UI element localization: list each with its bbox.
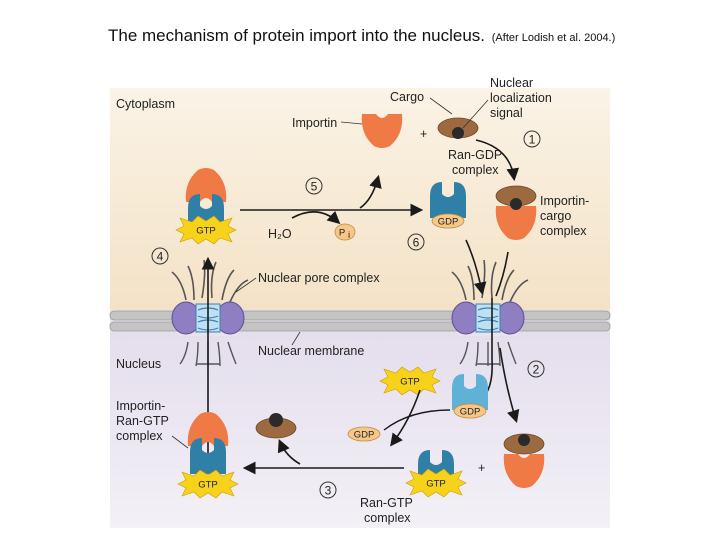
step-6-label: 6	[413, 236, 420, 250]
gdp-tag-nucleus: GDP	[453, 403, 487, 419]
svg-text:i: i	[348, 230, 350, 241]
step-1-circle	[523, 130, 541, 148]
arrow-step5-up	[359, 174, 382, 209]
label-importin-cargo-line1: Importin-	[540, 194, 589, 208]
svg-text:GTP: GTP	[426, 479, 446, 490]
label-water: H₂O	[268, 227, 292, 241]
arrow-complex-in	[495, 251, 509, 297]
figure-title: The mechanism of protein import into the…	[108, 26, 615, 46]
arrow-gtp-exchange	[390, 389, 421, 447]
label-ran-gdp-line1: Ran-GDP	[448, 148, 502, 162]
nuclear-pore-right	[451, 259, 529, 367]
arrow-gdp-release	[383, 409, 451, 431]
svg-text:GDP: GDP	[460, 407, 481, 418]
svg-text:P: P	[339, 228, 345, 239]
step-4-circle	[151, 247, 169, 265]
label-importin-ran-gtp-line2: Ran-GTP	[116, 414, 169, 428]
label-nls-line3: signal	[490, 106, 523, 120]
label-importin-ran-gtp-line3: complex	[116, 429, 163, 443]
nls-dot	[452, 127, 464, 139]
svg-text:GDP: GDP	[354, 430, 375, 441]
step-2-circle	[527, 360, 545, 378]
label-importin-cargo-line3: complex	[540, 224, 587, 238]
released-cargo	[255, 413, 297, 439]
step-3-circle	[319, 481, 337, 499]
importin-ran-gtp-cytoplasm: GTP	[175, 168, 237, 245]
step-2-label: 2	[533, 363, 540, 377]
step-1-label: 1	[529, 133, 536, 147]
gdp-tag-released: GDP	[347, 426, 381, 442]
importin-ran-gtp-nucleus: GTP	[177, 412, 239, 499]
svg-text:GTP: GTP	[400, 377, 420, 388]
arrow-step3-cargo	[277, 439, 301, 465]
label-nucleus: Nucleus	[116, 357, 161, 371]
label-ran-gtp-line2: complex	[364, 511, 411, 525]
gdp-tag-top: GDP	[431, 213, 465, 229]
step-5-circle	[305, 177, 323, 195]
label-cargo: Cargo	[390, 90, 424, 104]
svg-text:GTP: GTP	[196, 226, 216, 237]
arrow-step1	[475, 139, 520, 182]
arrow-ran-gdp-down	[465, 239, 487, 296]
label-importin-cargo-line2: cargo	[540, 209, 571, 223]
step-3-label: 3	[325, 484, 332, 498]
importin-cargo-complex	[495, 185, 537, 240]
label-importin: Importin	[292, 116, 337, 130]
citation: (After Lodish et al. 2004.)	[491, 32, 616, 44]
importin-cargo-nucleus	[503, 433, 545, 488]
label-nls-line1: Nuclear	[490, 76, 533, 90]
label-ran-gdp-line2: complex	[452, 163, 499, 177]
ran-gtp-complex-nucleus: GTP	[405, 450, 467, 498]
arrow-complex-into-nucleus	[499, 347, 520, 424]
gtp-star-nucleus: GTP	[379, 366, 441, 396]
arrow-hydrolysis	[291, 210, 341, 225]
svg-text:GTP: GTP	[198, 480, 218, 491]
step-6-circle	[407, 233, 425, 251]
step-4-label: 4	[157, 250, 164, 264]
label-cytoplasm: Cytoplasm	[116, 97, 175, 111]
label-importin-ran-gtp-line1: Importin-	[116, 399, 165, 413]
step-5-label: 5	[311, 180, 318, 194]
label-ran-gtp-line1: Ran-GTP	[360, 496, 413, 510]
plus-sign-top: +	[420, 127, 427, 141]
label-nuclear-membrane: Nuclear membrane	[258, 344, 364, 358]
label-nls-line2: localization	[490, 91, 552, 105]
title-text: The mechanism of protein import into the…	[108, 26, 486, 45]
label-nuclear-pore-complex: Nuclear pore complex	[258, 271, 380, 285]
plus-sign-bottom: +	[478, 461, 485, 475]
svg-text:GDP: GDP	[438, 217, 459, 228]
phosphate-tag: P i	[334, 223, 356, 241]
